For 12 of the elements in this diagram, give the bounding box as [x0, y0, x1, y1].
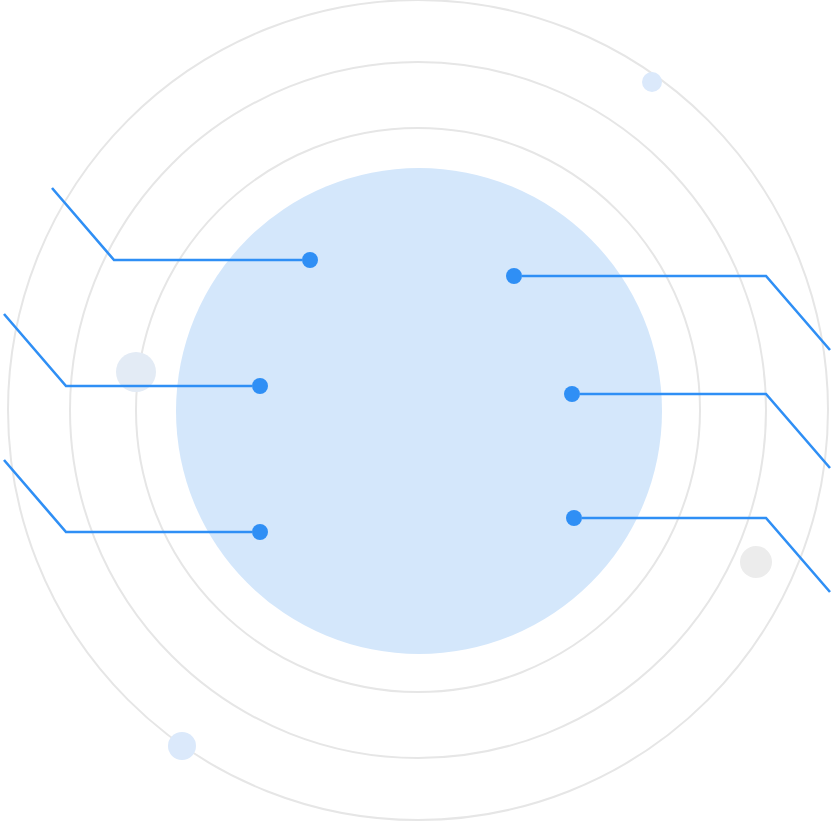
- leader-line: [3, 459, 252, 534]
- connector-dot: [564, 386, 580, 402]
- leader-line: [522, 274, 831, 351]
- connector-dot: [506, 268, 522, 284]
- connector-dot: [302, 252, 318, 268]
- connector-dot: [566, 510, 582, 526]
- leader-line: [3, 313, 252, 388]
- connector-dot: [252, 524, 268, 540]
- leader-line: [51, 187, 302, 262]
- leader-line: [580, 392, 831, 469]
- connector-dot: [252, 378, 268, 394]
- leader-line: [582, 516, 831, 593]
